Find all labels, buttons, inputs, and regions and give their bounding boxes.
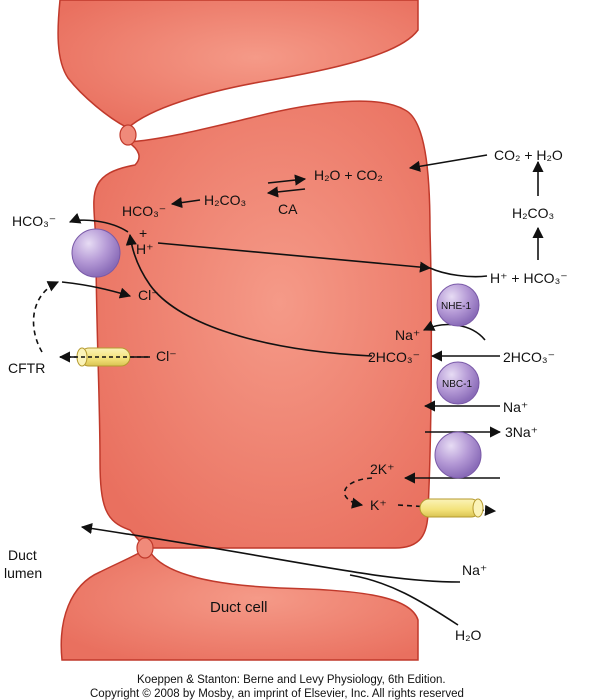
label-cftr: CFTR	[8, 360, 45, 376]
label-h2co3-inside: H₂CO₃	[204, 192, 246, 208]
label-ca: CA	[278, 201, 298, 217]
label-2hco3-inside: 2HCO₃⁻	[368, 349, 420, 365]
arrow-paracellular-na	[80, 522, 461, 583]
label-cl-inside: Cl⁻	[138, 287, 159, 303]
label-co2-h2o-top: CO₂ + H₂O	[494, 147, 563, 163]
na-k-atpase	[434, 431, 482, 479]
label-h2o-co2-inside: H₂O + CO₂	[314, 167, 383, 183]
arrow-h2co3-to-hco3	[170, 197, 201, 209]
label-na-nbc1: Na⁺	[503, 399, 528, 415]
label-hco3-left-out: HCO₃⁻	[12, 213, 56, 229]
neighbor-cell-top	[57, 0, 419, 129]
label-plus: +	[139, 225, 147, 241]
credit-line-2: Copyright © 2008 by Mosby, an imprint of…	[90, 688, 464, 700]
label-h-hco3-right: H⁺ + HCO₃⁻	[490, 270, 568, 286]
nbc1-transporter	[436, 361, 480, 405]
label-duct-lumen-line1: Duct	[8, 547, 37, 563]
label-na-nhe1: Na⁺	[395, 327, 420, 343]
label-cl-cftr: Cl⁻	[156, 348, 177, 364]
label-nbc1: NBC-1	[442, 379, 472, 390]
arrows	[32, 154, 544, 626]
label-3na: 3Na⁺	[505, 424, 538, 440]
credit-line-1: Koeppen & Stanton: Berne and Levy Physio…	[137, 674, 446, 686]
arrow-h-to-nhe1	[157, 242, 432, 273]
label-2hco3-outside: 2HCO₃⁻	[503, 349, 555, 365]
neighbor-cell-bottom	[60, 546, 419, 661]
arrow-reversible-back	[266, 186, 306, 198]
arrow-nhe1-exchange-out	[429, 267, 488, 278]
label-nhe1: NHE-1	[441, 301, 471, 312]
label-h2o-paracellular: H₂O	[455, 627, 482, 643]
label-k-inside: K⁺	[370, 497, 387, 513]
label-2k: 2K⁺	[370, 461, 395, 477]
arrow-2hco3-to-hco3	[125, 233, 373, 357]
arrow-na-via-nhe1	[422, 320, 486, 341]
arrow-cl-influx	[61, 281, 132, 299]
label-na-paracellular: Na⁺	[462, 562, 487, 578]
arrow-co2-entry	[408, 154, 488, 172]
arrow-hco3-efflux	[68, 213, 129, 233]
arrow-reversible-forward	[267, 174, 307, 186]
label-h2co3-right: H₂CO₃	[512, 205, 554, 221]
arrow-paracellular-h2o	[349, 574, 459, 626]
cl-hco3-exchanger	[71, 228, 121, 278]
nhe1-transporter	[436, 283, 480, 327]
label-duct-lumen-line2: lumen	[4, 565, 42, 581]
k-channel	[419, 498, 484, 518]
label-h-inside: H⁺	[136, 241, 154, 257]
arrow-cl-recycle	[32, 281, 60, 353]
label-hco3-inside: HCO₃⁻	[122, 203, 166, 219]
tight-junction-top	[119, 124, 137, 146]
arrow-k-recycle	[343, 477, 373, 509]
tight-junction-bottom	[136, 537, 154, 559]
label-duct-cell: Duct cell	[210, 599, 268, 616]
cftr-channel	[60, 347, 150, 367]
